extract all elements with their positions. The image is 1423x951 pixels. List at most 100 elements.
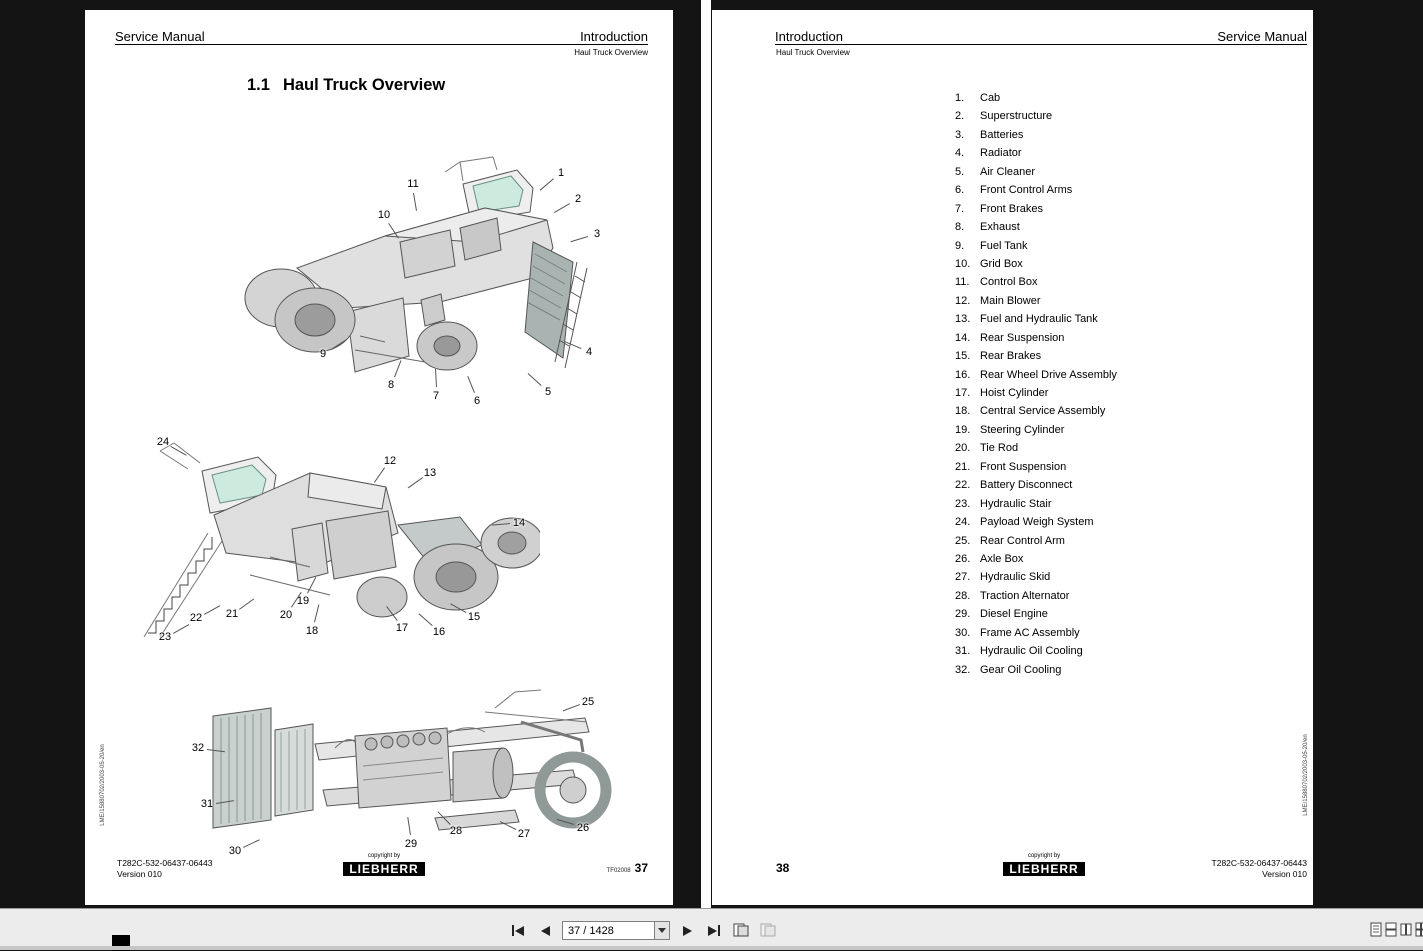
layout-continuous-icon [1385, 922, 1397, 937]
layout-continuous-button[interactable] [1385, 922, 1397, 937]
list-item-label: Frame AC Assembly [980, 624, 1080, 642]
previous-page-arrow-icon [541, 926, 550, 936]
figure-callout-number: 31 [201, 798, 213, 810]
figure-callout-number: 5 [545, 386, 551, 398]
list-item-label: Rear Suspension [980, 329, 1064, 347]
liebherr-logo: LIEBHERR [343, 862, 424, 876]
list-item: 8.Exhaust [955, 218, 1117, 236]
footer-version: Version 010 [117, 869, 162, 879]
first-page-button[interactable] [508, 922, 528, 940]
figure-callout-number: 32 [192, 742, 204, 754]
list-item-label: Battery Disconnect [980, 476, 1072, 494]
list-item: 16.Rear Wheel Drive Assembly [955, 366, 1117, 384]
list-item-label: Axle Box [980, 550, 1023, 568]
list-item-number: 1. [955, 89, 980, 107]
copyright-text: copyright by [337, 853, 431, 860]
list-item: 9.Fuel Tank [955, 237, 1117, 255]
list-item-label: Central Service Assembly [980, 402, 1105, 420]
figure-callout-number: 6 [474, 395, 480, 407]
list-item: 5.Air Cleaner [955, 163, 1117, 181]
list-item-label: Fuel Tank [980, 237, 1028, 255]
footer-version: Version 010 [1262, 869, 1307, 879]
list-item: 28.Traction Alternator [955, 587, 1117, 605]
figure-callout-number: 27 [518, 828, 530, 840]
list-item-number: 16. [955, 366, 980, 384]
list-item-label: Grid Box [980, 255, 1023, 273]
page-number-combobox[interactable]: 37 / 1428 [562, 921, 670, 940]
list-item-label: Cab [980, 89, 1000, 107]
list-item-number: 21. [955, 458, 980, 476]
figure-callout-number: 10 [378, 209, 390, 221]
list-item-number: 10. [955, 255, 980, 273]
previous-page-button[interactable] [535, 922, 555, 940]
layout-continuous-facing-button[interactable] [1415, 922, 1423, 937]
list-item-number: 2. [955, 107, 980, 125]
list-item-number: 13. [955, 310, 980, 328]
list-item-number: 28. [955, 587, 980, 605]
list-item-number: 27. [955, 568, 980, 586]
header-rule [115, 44, 648, 45]
list-item-number: 30. [955, 624, 980, 642]
duplicate-view-disabled-button[interactable] [758, 923, 778, 939]
list-item-label: Batteries [980, 126, 1023, 144]
page-indicator-value: 37 / 1428 [563, 925, 654, 937]
section-title: Haul Truck Overview [283, 76, 445, 94]
list-item: 3.Batteries [955, 126, 1117, 144]
next-page-arrow-icon [683, 926, 692, 936]
list-item-number: 8. [955, 218, 980, 236]
duplicate-view-button[interactable] [731, 923, 751, 939]
next-page-button[interactable] [677, 922, 697, 940]
list-item-number: 26. [955, 550, 980, 568]
header-sub-text: Haul Truck Overview [574, 48, 648, 57]
list-item: 24.Payload Weigh System [955, 513, 1117, 531]
figure-callout-number: 4 [586, 346, 592, 358]
header-left-text: Introduction [775, 29, 843, 44]
list-item-number: 22. [955, 476, 980, 494]
figure-callout-number: 18 [306, 625, 318, 637]
list-item-label: Rear Wheel Drive Assembly [980, 366, 1117, 384]
list-item-number: 15. [955, 347, 980, 365]
list-item-label: Control Box [980, 273, 1037, 291]
page-number: 38 [776, 861, 789, 875]
edge-print-code: LME/15880702/2003-05-20/en [100, 744, 106, 825]
edge-print-code: LME/15880702/2003-05-20/en [1303, 734, 1309, 815]
list-item-label: Superstructure [980, 107, 1052, 125]
figure-code: TF02008 [607, 868, 631, 874]
list-item: 32.Gear Oil Cooling [955, 661, 1117, 679]
figure-callout-number: 26 [577, 822, 589, 834]
layout-facing-button[interactable] [1400, 922, 1412, 937]
list-item: 26.Axle Box [955, 550, 1117, 568]
list-item: 23.Hydraulic Stair [955, 495, 1117, 513]
list-item-label: Hoist Cylinder [980, 384, 1048, 402]
list-item: 2.Superstructure [955, 107, 1117, 125]
figure-callout-number: 23 [159, 631, 171, 643]
figure-callout-number: 14 [513, 517, 525, 529]
header-sub-text: Haul Truck Overview [776, 48, 850, 57]
combobox-dropdown-button[interactable] [654, 922, 669, 939]
last-page-button[interactable] [704, 922, 724, 940]
figure-callout-number: 8 [388, 379, 394, 391]
list-item: 20.Tie Rod [955, 439, 1117, 457]
list-item: 11.Control Box [955, 273, 1117, 291]
list-item-label: Main Blower [980, 292, 1041, 310]
figure-callout-number: 12 [384, 455, 396, 467]
page-spine [701, 0, 711, 908]
layout-single-page-button[interactable] [1370, 922, 1382, 937]
list-item: 27.Hydraulic Skid [955, 568, 1117, 586]
list-item-label: Hydraulic Oil Cooling [980, 642, 1083, 660]
list-item-number: 3. [955, 126, 980, 144]
list-item: 31.Hydraulic Oil Cooling [955, 642, 1117, 660]
list-item: 12.Main Blower [955, 292, 1117, 310]
figure-callout-number: 2 [575, 193, 581, 205]
list-item-number: 20. [955, 439, 980, 457]
list-item-label: Front Suspension [980, 458, 1066, 476]
list-item-number: 31. [955, 642, 980, 660]
figure-callout-number: 28 [450, 825, 462, 837]
figure-callout-number: 11 [407, 178, 418, 190]
list-item-number: 32. [955, 661, 980, 679]
list-item-number: 4. [955, 144, 980, 162]
figure-callout-number: 25 [582, 696, 594, 708]
list-item-label: Front Control Arms [980, 181, 1072, 199]
